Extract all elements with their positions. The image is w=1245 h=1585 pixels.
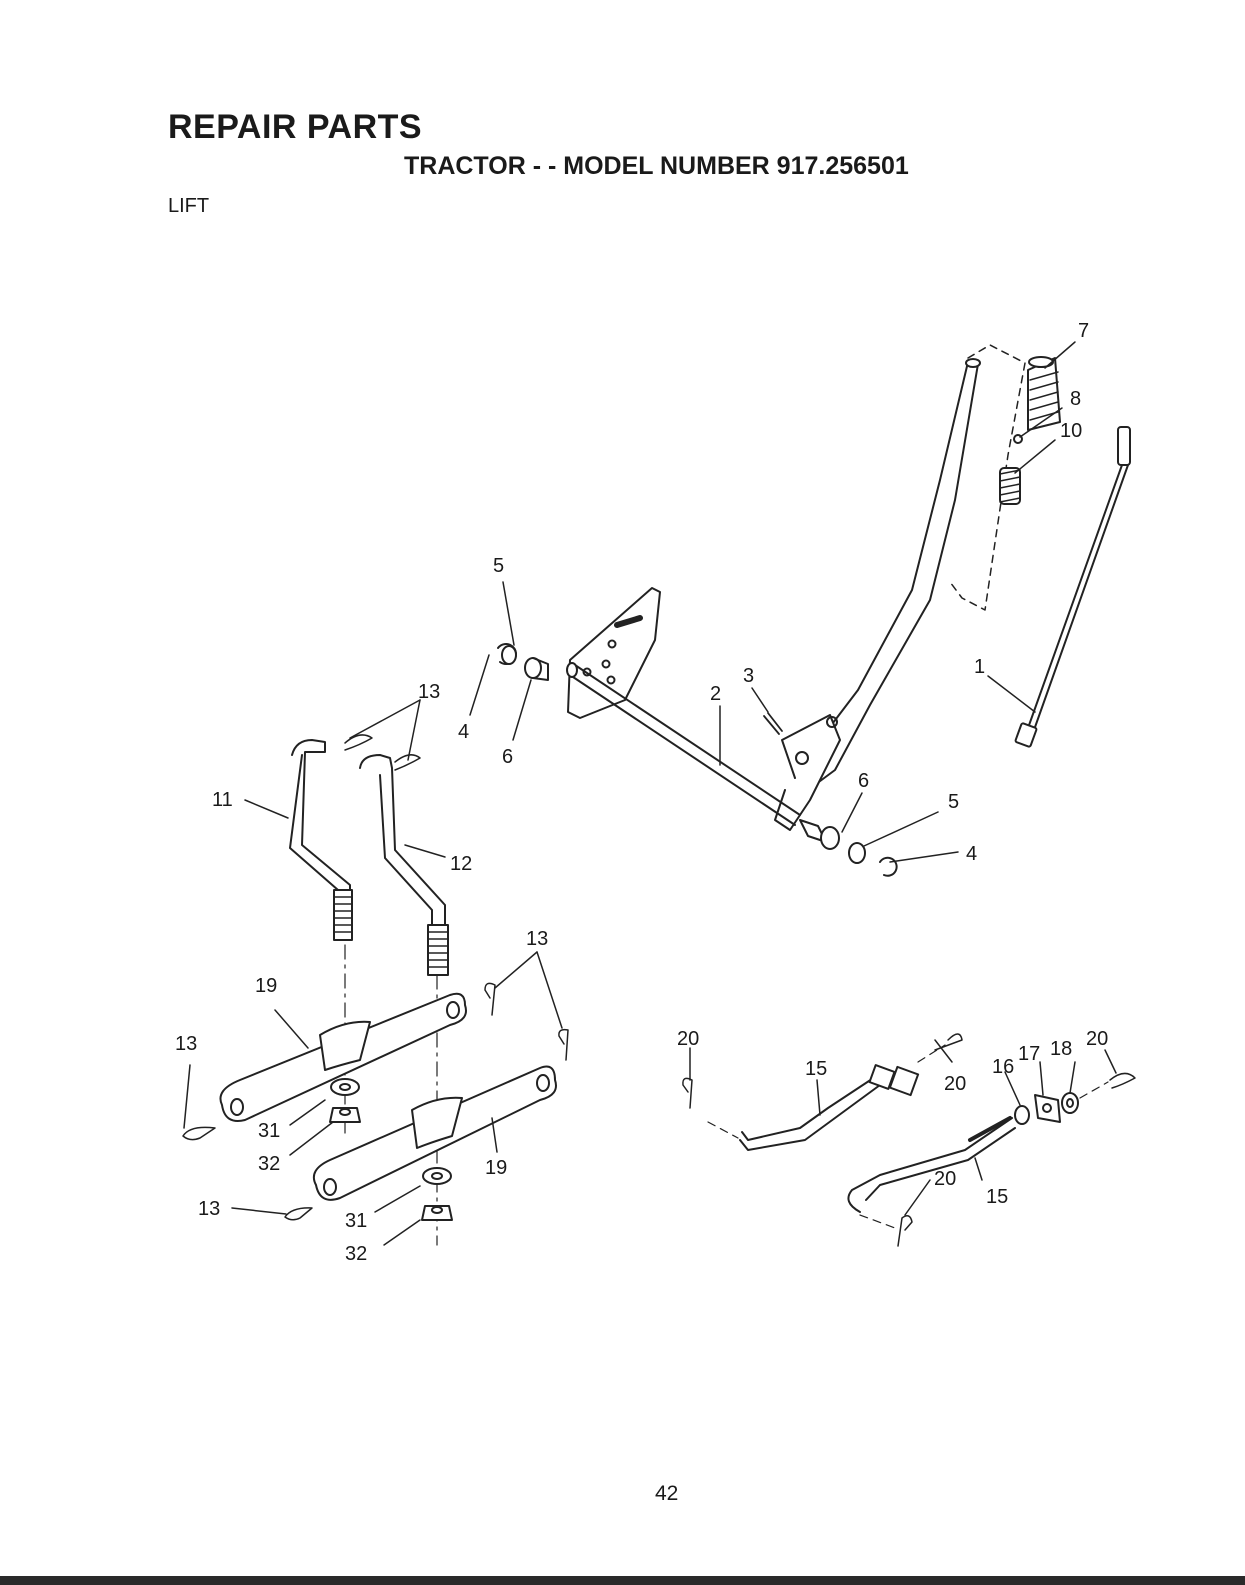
callout-4: 4 (458, 721, 469, 743)
callout-4: 4 (966, 843, 977, 865)
adjuster-rod-upper (740, 1065, 918, 1150)
callout-31: 31 (345, 1210, 367, 1232)
callout-17: 17 (1018, 1043, 1040, 1065)
callout-5: 5 (493, 555, 504, 577)
callout-13: 13 (418, 681, 440, 703)
callout-13: 13 (198, 1198, 220, 1220)
e-ring-right (880, 858, 897, 876)
callout-20: 20 (677, 1028, 699, 1050)
spacer-upper (331, 1079, 359, 1095)
hairpin-clip (345, 735, 372, 750)
nut-lower (422, 1206, 452, 1220)
callout-12: 12 (450, 853, 472, 875)
callout-6: 6 (858, 770, 869, 792)
callout-6: 6 (502, 746, 513, 768)
callout-13: 13 (526, 928, 548, 950)
handle-grip (1028, 357, 1060, 430)
bottom-rule (0, 1576, 1245, 1585)
callout-5: 5 (948, 791, 959, 813)
callout-13: 13 (175, 1033, 197, 1055)
hairpin-clip (898, 1216, 912, 1246)
hairpin-clip (485, 983, 495, 1015)
callout-10: 10 (1060, 420, 1082, 442)
callout-15: 15 (805, 1058, 827, 1080)
nut-upper (330, 1108, 360, 1122)
hairpin-clip (1110, 1073, 1135, 1088)
bushing-left (525, 658, 548, 680)
lift-link-right (360, 755, 448, 975)
bushing-right (800, 820, 839, 849)
callout-18: 18 (1050, 1038, 1072, 1060)
cotter-pin (764, 713, 782, 734)
hairpin-clip (183, 1127, 215, 1139)
page-number: 42 (655, 1482, 678, 1506)
washer-right (849, 843, 865, 863)
callout-20: 20 (1086, 1028, 1108, 1050)
mounting-plate (568, 588, 660, 718)
callout-20: 20 (934, 1168, 956, 1190)
leader-lines (184, 342, 1116, 1245)
callout-19: 19 (255, 975, 277, 997)
spring (1000, 468, 1020, 504)
callout-8: 8 (1070, 388, 1081, 410)
hairpin-clip (285, 1208, 312, 1220)
callout-3: 3 (743, 665, 754, 687)
callout-32: 32 (345, 1243, 367, 1265)
callout-7: 7 (1078, 320, 1089, 342)
callout-31: 31 (258, 1120, 280, 1142)
trunnion-17 (1035, 1095, 1060, 1122)
callout-20: 20 (944, 1073, 966, 1095)
spacer-lower (423, 1168, 451, 1184)
callout-19: 19 (485, 1157, 507, 1179)
callout-32: 32 (258, 1153, 280, 1175)
callout-15: 15 (986, 1186, 1008, 1208)
callout-11: 11 (212, 789, 233, 811)
lift-link-rod (1015, 427, 1130, 747)
callout-1: 1 (974, 656, 985, 678)
lift-link-left (290, 740, 352, 940)
hairpin-clip (683, 1078, 692, 1108)
hairpin-clip (559, 1030, 568, 1060)
washer-left (502, 646, 516, 664)
lift-lever (775, 359, 980, 830)
nut-18 (1062, 1093, 1078, 1113)
callout-16: 16 (992, 1056, 1014, 1078)
hairpin-clip (935, 1034, 962, 1050)
centerline (345, 945, 437, 1245)
washer-16 (1015, 1106, 1029, 1124)
hairpin-clip (395, 755, 420, 770)
callout-2: 2 (710, 683, 721, 705)
